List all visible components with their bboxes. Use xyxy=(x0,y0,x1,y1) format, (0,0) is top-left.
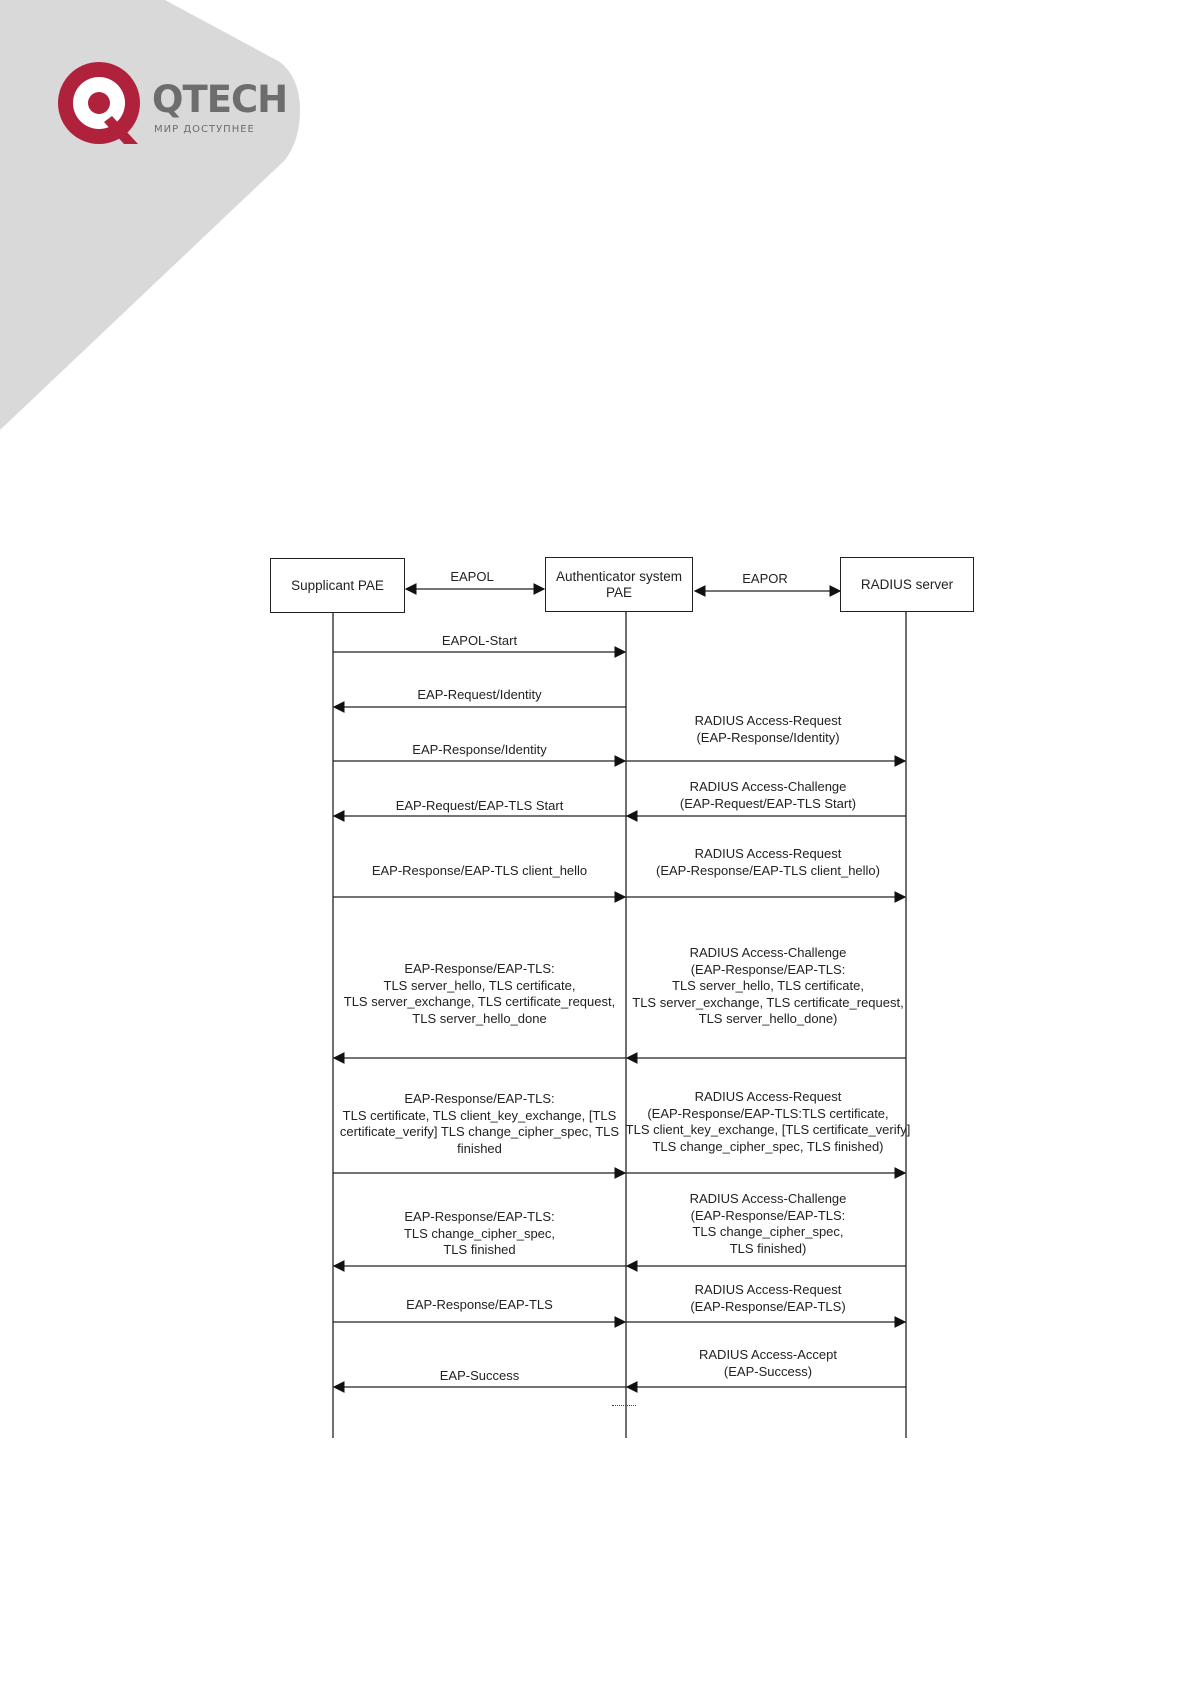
message-label-left: EAP-Response/EAP-TLS: TLS change_cipher_… xyxy=(403,1209,556,1257)
continuation-dots xyxy=(612,1405,636,1406)
eapor-label: EAPOR xyxy=(742,571,788,586)
brand-tagline: МИР ДОСТУПНЕЕ xyxy=(154,124,255,135)
qtech-logo-mark-icon xyxy=(58,62,140,144)
message-label-left: EAP-Response/Identity xyxy=(412,742,547,757)
message-label-left: EAP-Request/Identity xyxy=(417,687,542,702)
entity-radius: RADIUS server xyxy=(840,557,974,612)
message-label-right: RADIUS Access-Request (EAP-Response/EAP-… xyxy=(625,1089,911,1154)
entity-supplicant-label: Supplicant PAE xyxy=(291,577,384,593)
entity-authenticator: Authenticator system PAE xyxy=(545,557,693,612)
eapol-label: EAPOL xyxy=(450,569,494,584)
message-label-right: RADIUS Access-Challenge (EAP-Response/EA… xyxy=(632,945,904,1026)
entity-radius-label: RADIUS server xyxy=(860,576,954,592)
qtech-logo: QTECH МИР ДОСТУПНЕЕ xyxy=(54,58,294,153)
message-label-right: RADIUS Access-Request (EAP-Response/Iden… xyxy=(694,713,842,745)
message-label-left: EAP-Response/EAP-TLS xyxy=(406,1297,553,1312)
message-label-left: EAPOL-Start xyxy=(441,633,518,648)
message-label-left: EAP-Response/EAP-TLS client_hello xyxy=(371,863,588,878)
message-label-left: EAP-Response/EAP-TLS: TLS certificate, T… xyxy=(339,1091,620,1156)
message-label-right: RADIUS Access-Challenge (EAP-Response/EA… xyxy=(689,1191,847,1256)
entity-authenticator-label: Authenticator system PAE xyxy=(555,568,683,600)
message-label-left: EAP-Response/EAP-TLS: TLS server_hello, … xyxy=(343,961,616,1026)
message-label-right: RADIUS Access-Request (EAP-Response/EAP-… xyxy=(690,1282,846,1314)
entity-supplicant: Supplicant PAE xyxy=(270,558,405,613)
message-label-right: RADIUS Access-Challenge (EAP-Request/EAP… xyxy=(679,779,857,811)
message-label-left: EAP-Request/EAP-TLS Start xyxy=(395,798,564,813)
message-label-right: RADIUS Access-Request (EAP-Response/EAP-… xyxy=(656,846,880,878)
brand-name: QTECH xyxy=(152,78,288,121)
message-label-left: EAP-Success xyxy=(439,1368,520,1383)
message-label-right: RADIUS Access-Accept (EAP-Success) xyxy=(699,1347,837,1379)
